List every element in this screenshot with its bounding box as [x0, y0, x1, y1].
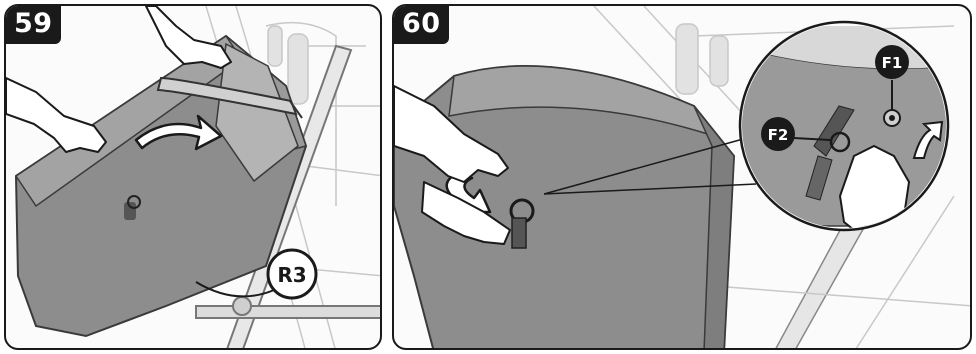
step-59-illustration: R3	[6, 6, 382, 350]
hand-top	[146, 6, 231, 68]
callout-r3: R3	[268, 250, 316, 298]
callout-r3-label: R3	[277, 263, 306, 287]
zoom-detail: F1 F2	[734, 22, 954, 238]
callout-f1-label: F1	[882, 54, 903, 72]
step-60-illustration: F1 F2	[394, 6, 972, 350]
hand-left	[6, 78, 106, 152]
callout-f2-label: F2	[768, 126, 789, 144]
step-60-panel: F1 F2 60	[392, 4, 972, 350]
step-number-60: 60	[394, 6, 449, 44]
step-59-panel: R3 59	[4, 4, 382, 350]
step-number-59: 59	[6, 6, 61, 44]
